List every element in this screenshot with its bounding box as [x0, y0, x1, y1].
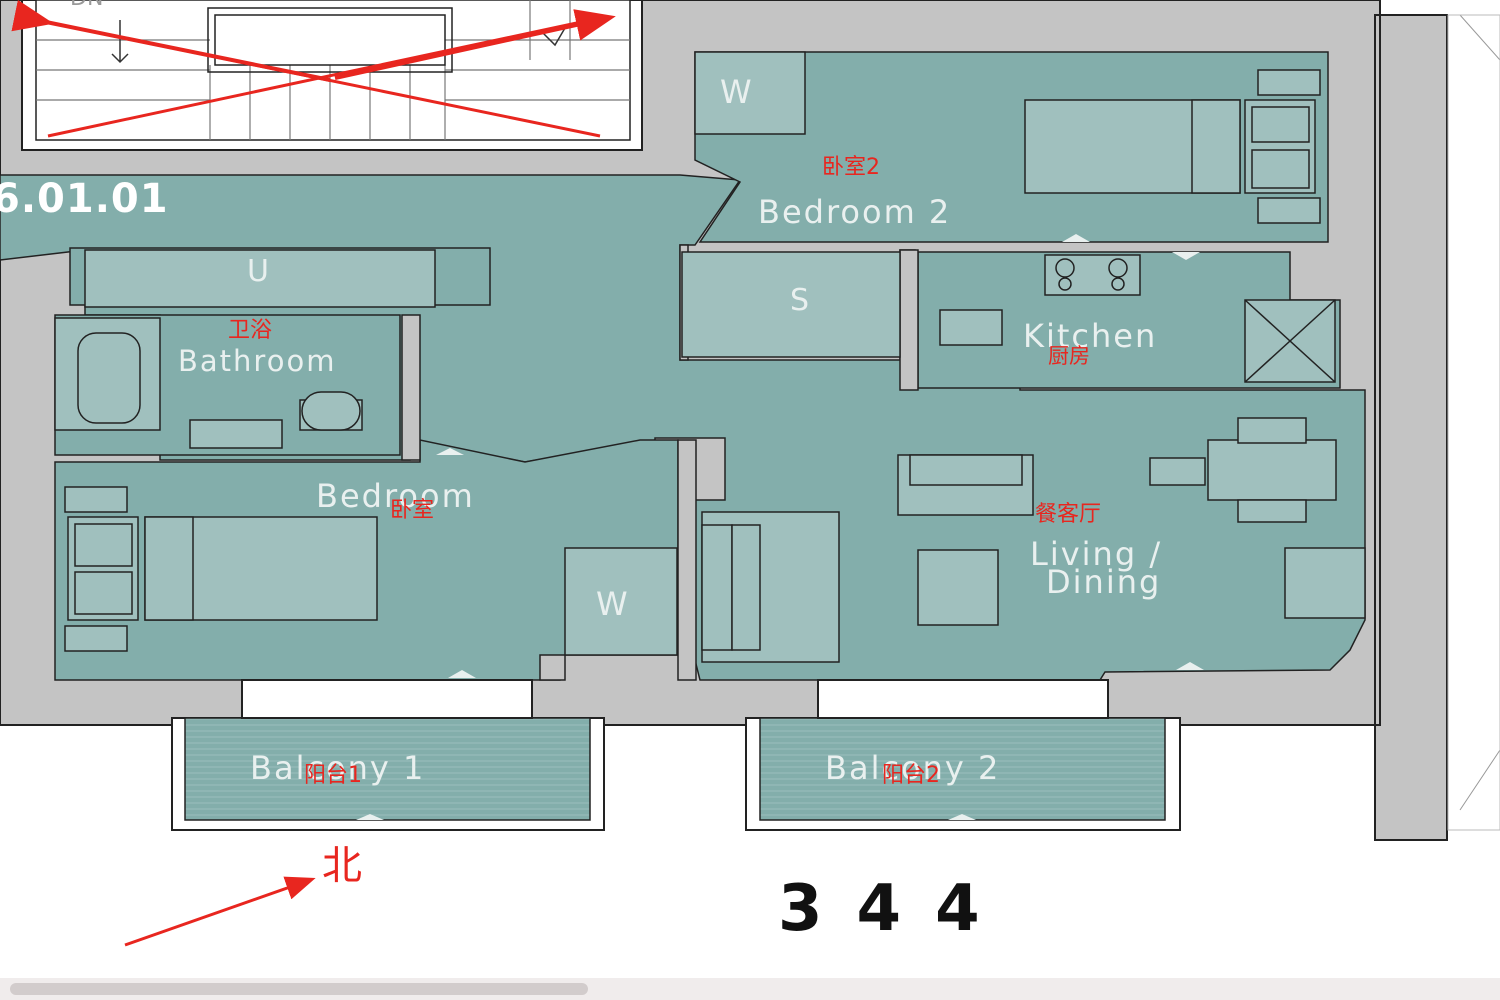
north-arrow — [124, 876, 316, 947]
scrollbar-thumb[interactable] — [10, 983, 588, 995]
furniture — [54, 69, 1366, 663]
bathroom-cn: 卫浴 — [228, 318, 273, 343]
bathroom-label: Bathroom — [178, 344, 337, 378]
living-label-line2: Dining — [1046, 563, 1162, 601]
balcony2-cn: 阳台2 — [882, 763, 940, 788]
storage-label-w1: W — [720, 73, 754, 111]
bedroom2-label: Bedroom 2 — [758, 193, 952, 231]
balcony1-label: Balcony 1 — [250, 749, 426, 787]
living-cn: 餐客厅 — [1035, 502, 1102, 527]
storage-label-w2: W — [596, 585, 630, 623]
window-side — [1447, 14, 1500, 831]
balconies — [171, 679, 1181, 831]
north-label: 北 — [322, 843, 362, 889]
bedroom-label: Bedroom — [316, 477, 475, 515]
balcony1-cn: 阳台1 — [304, 763, 362, 788]
storage-units — [84, 51, 901, 656]
kitchen-label: Kitchen — [1023, 317, 1158, 355]
kitchen-cn: 厨房 — [1048, 344, 1090, 368]
storage-label-u: U — [247, 254, 271, 289]
number-label: 344 — [778, 872, 1014, 946]
storage-label-s: S — [790, 283, 812, 318]
direction-markers — [356, 234, 1204, 820]
stairwell: DN — [11, 0, 643, 151]
stair-label: DN — [70, 0, 103, 11]
bedroom2-cn: 卧室2 — [822, 155, 880, 180]
balcony2-label: Balcony 2 — [825, 749, 1001, 787]
living-label-line1: Living / — [1030, 535, 1163, 573]
unit-id: 6.01.01 — [0, 176, 169, 222]
bedroom-cn: 卧室 — [390, 498, 435, 523]
